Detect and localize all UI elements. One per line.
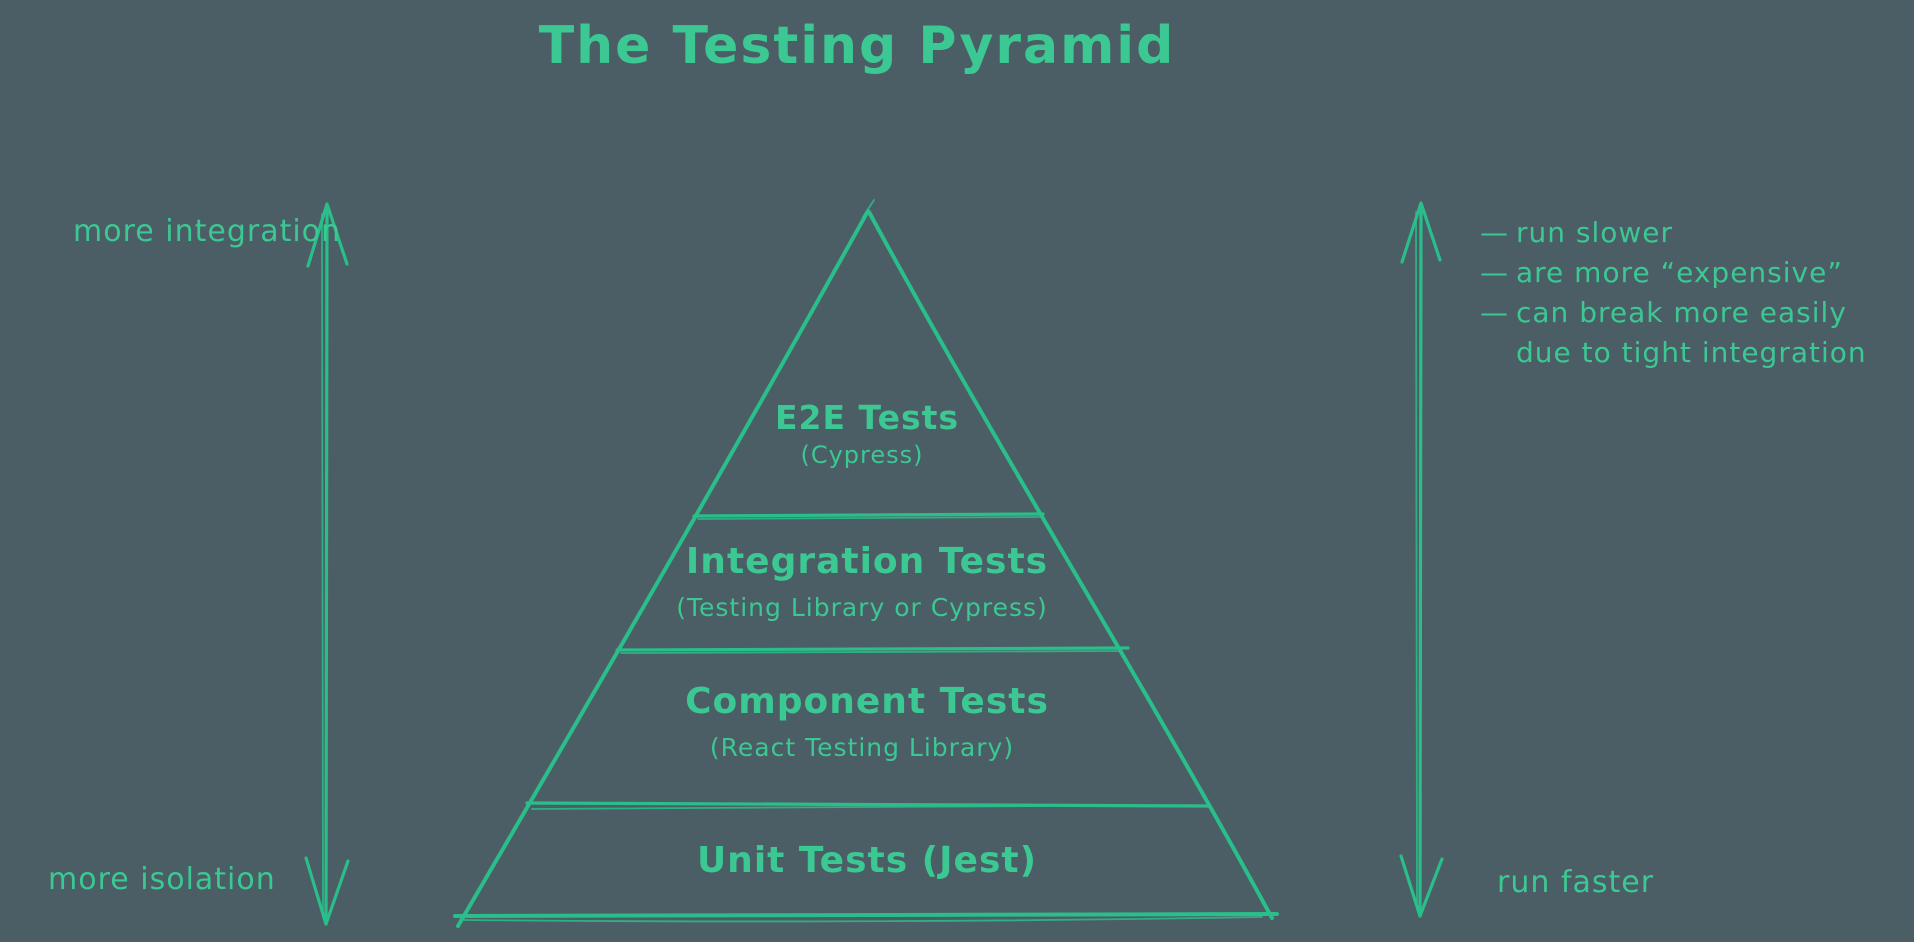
note-text: run slower <box>1516 215 1674 249</box>
note-text: can break more easily <box>1516 295 1847 329</box>
pyramid-level-integration-label: Integration Tests <box>685 541 1049 582</box>
pyramid-divider-lines <box>525 512 1210 810</box>
pyramid-apex-flick <box>862 199 875 218</box>
left-axis-bottom-label: more isolation <box>48 862 276 897</box>
left-axis-arrow-icon <box>304 202 350 926</box>
divider-component-unit <box>525 801 1210 808</box>
pyramid-right-edge <box>867 210 1274 920</box>
pyramid-base-line-sketch <box>463 916 1263 923</box>
pyramid-base-line <box>453 912 1279 918</box>
right-axis-bottom-label: run faster <box>1497 865 1655 900</box>
right-arrow-shaft <box>1418 202 1423 918</box>
divider-integration-component-sketch <box>620 650 1120 654</box>
right-arrow-shaft-sketch <box>1415 211 1418 911</box>
left-arrow-head-up <box>306 202 349 268</box>
divider-e2e-integration <box>692 512 1045 518</box>
note-row-expensive: — are more “expensive” <box>1480 252 1867 292</box>
left-arrow-shaft-sketch <box>321 213 324 919</box>
right-axis-arrow-icon <box>1399 201 1444 918</box>
right-arrow-head-up <box>1400 201 1442 264</box>
note-dash: — <box>1480 215 1509 249</box>
divider-component-unit-sketch <box>531 805 1046 810</box>
pyramid-left-edge <box>456 209 870 928</box>
note-text: are more “expensive” <box>1516 255 1843 289</box>
pyramid-level-unit-label: Unit Tests (Jest) <box>696 840 1038 881</box>
diagram-title: The Testing Pyramid <box>538 16 1176 76</box>
note-dash: — <box>1480 255 1509 289</box>
pyramid-level-integration-sublabel: (Testing Library or Cypress) <box>676 593 1048 622</box>
pyramid-level-e2e-sublabel: (Cypress) <box>800 441 924 469</box>
pyramid-level-e2e-label: E2E Tests <box>774 398 960 437</box>
divider-e2e-integration-sketch <box>697 516 1040 520</box>
note-dash: — <box>1480 295 1509 329</box>
left-arrow-head-down <box>304 856 350 926</box>
pyramid-level-component-sublabel: (React Testing Library) <box>709 733 1015 762</box>
left-axis-top-label: more integration <box>73 214 342 249</box>
right-axis-notes: — run slower — are more “expensive” — ca… <box>1480 212 1867 372</box>
divider-integration-component <box>615 646 1130 652</box>
pyramid-outline-shape <box>453 199 1279 928</box>
note-row-tight-integration: due to tight integration <box>1480 332 1867 372</box>
note-row-run-slower: — run slower <box>1480 212 1867 252</box>
pyramid-level-component-label: Component Tests <box>685 681 1049 722</box>
note-row-break-easily: — can break more easily <box>1480 292 1867 332</box>
right-arrow-head-down <box>1399 854 1444 918</box>
left-arrow-shaft <box>324 204 329 926</box>
note-text: due to tight integration <box>1516 335 1867 369</box>
